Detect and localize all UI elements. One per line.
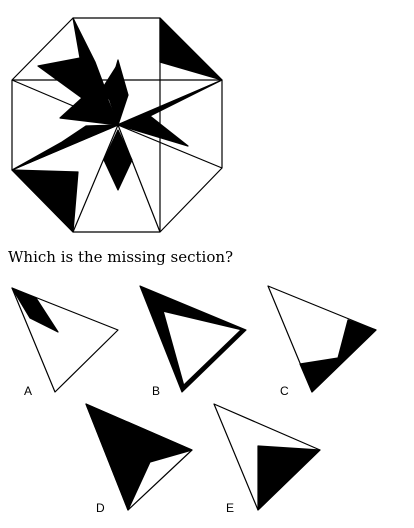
option-c-black-shape (299, 319, 377, 393)
option-a-black-shape (11, 287, 59, 333)
option-a-label: A (24, 384, 32, 398)
octagon-puzzle (11, 17, 223, 233)
option-d-label: D (96, 501, 105, 515)
option-e[interactable]: E (213, 403, 321, 515)
black-shapes (11, 17, 223, 233)
option-d[interactable]: D (85, 403, 193, 515)
option-e-label: E (226, 501, 234, 515)
option-c[interactable]: C (267, 285, 377, 398)
right-spike (117, 79, 223, 147)
option-c-label: C (280, 384, 289, 398)
left-spike (11, 124, 119, 171)
center-diamond (107, 59, 129, 126)
bottom-diamond (103, 129, 133, 191)
option-e-black-shape (257, 445, 321, 511)
option-b[interactable]: B (139, 285, 247, 398)
option-b-white-inner (164, 312, 240, 384)
bottom-left-triangle (11, 169, 79, 233)
top-right-triangle (159, 17, 223, 81)
option-b-label: B (152, 384, 160, 398)
option-a[interactable]: A (11, 287, 119, 398)
option-d-black-shape (85, 403, 193, 511)
question-text: Which is the missing section? (8, 248, 234, 266)
